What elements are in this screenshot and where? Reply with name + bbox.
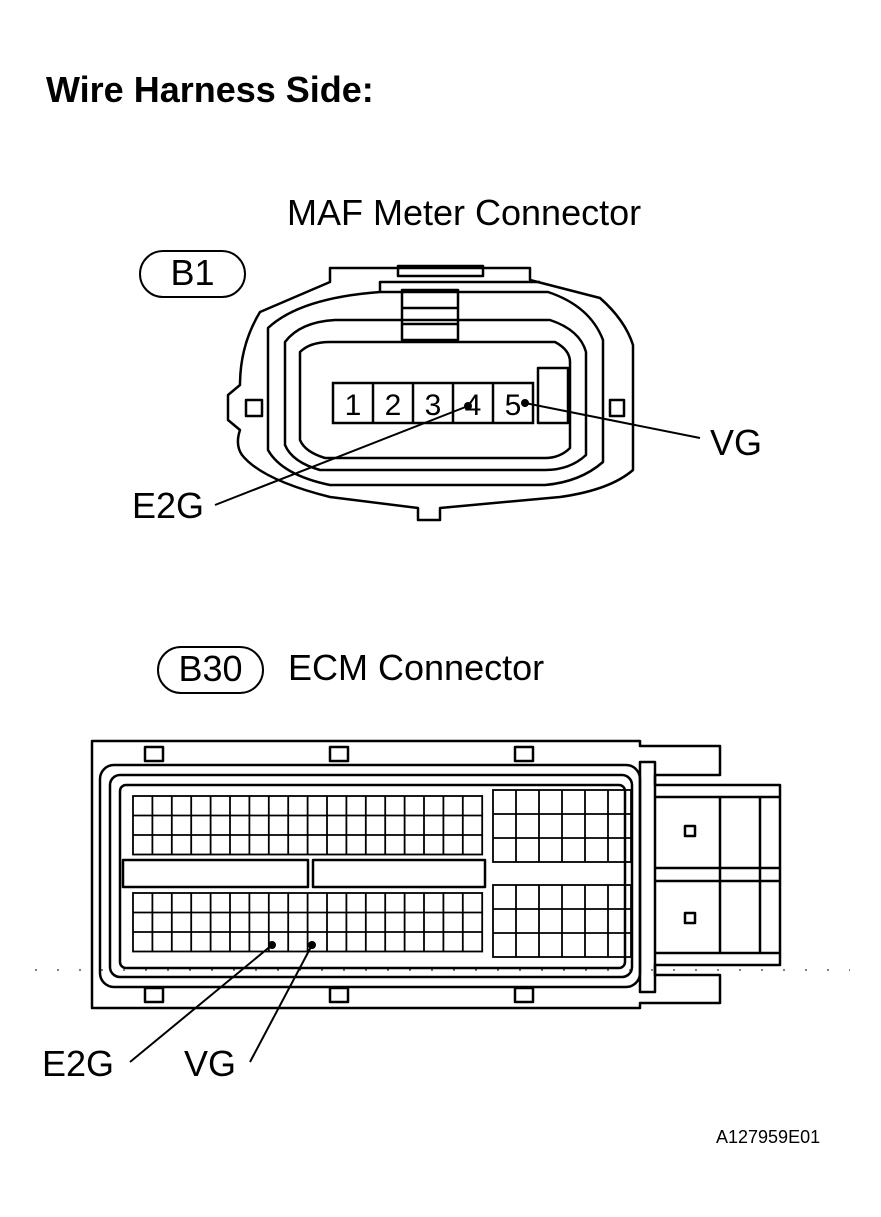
ecm-pin-grid-top-right [492, 789, 632, 863]
ecm-pin-grid-bottom-right [492, 884, 632, 958]
ecm-pin-grid-bottom-left [132, 892, 484, 953]
maf-vg-label: VG [710, 422, 763, 463]
figure-code: A127959E01 [716, 1127, 821, 1147]
ecm-e2g-label: E2G [42, 1043, 115, 1084]
maf-pin-1: 1 [345, 389, 362, 422]
ecm-connector-badge: B30 [157, 646, 264, 694]
ecm-connector-title: ECM Connector [288, 647, 545, 688]
maf-vg-leader [524, 402, 701, 439]
maf-connector-badge: B1 [139, 250, 246, 298]
ecm-pin-grid-top-left [132, 795, 484, 856]
maf-connector-shell [226, 266, 635, 522]
maf-pin-4: 4 [465, 389, 482, 422]
maf-pin-5: 5 [505, 389, 522, 422]
maf-pin-2: 2 [385, 389, 402, 422]
ecm-vg-leader [249, 944, 313, 1063]
maf-pin-row [331, 381, 535, 425]
ecm-vg-label: VG [184, 1043, 237, 1084]
maf-e2g-label: E2G [132, 485, 205, 526]
maf-pin-3: 3 [425, 389, 442, 422]
ecm-connector-shell [90, 739, 782, 1010]
maf-connector-title: MAF Meter Connector [287, 192, 642, 233]
maf-e2g-leader [214, 405, 469, 506]
page-heading: Wire Harness Side: [46, 69, 374, 110]
